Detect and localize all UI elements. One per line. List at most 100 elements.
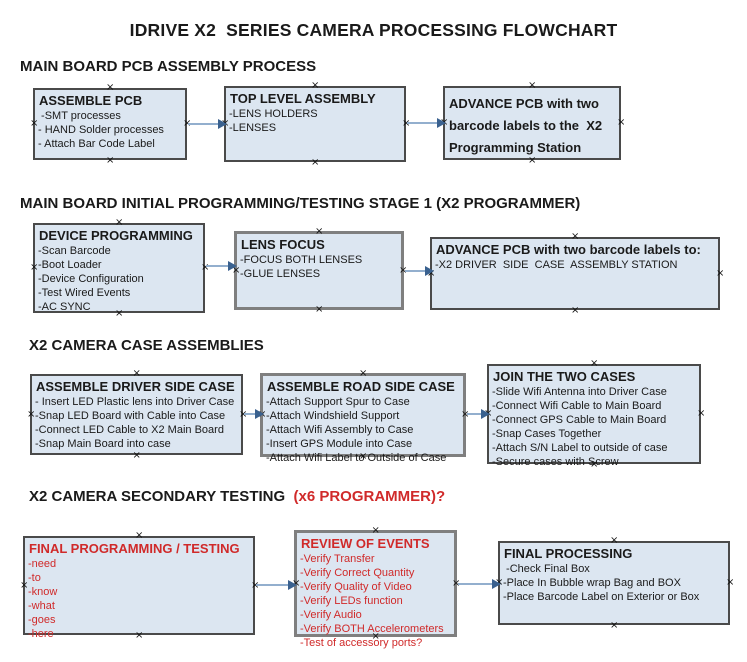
box-item: -to	[28, 572, 41, 584]
box-item: -Snap LED Board with Cable into Case	[35, 410, 226, 422]
box-item: -Snap Main Board into case	[35, 438, 171, 450]
box-items: -Slide Wifi Antenna into Driver Case -Con…	[489, 385, 699, 469]
box-item: -Attach S/N Label to outside of case	[492, 442, 668, 454]
box-assemble-pcb: ASSEMBLE PCB -SMT processes - HAND Solder…	[30, 83, 191, 166]
box-item: -Place In Bubble wrap Bag and BOX	[503, 577, 681, 589]
box-item: -Boot Loader	[38, 259, 102, 271]
box-item: -LENSES	[229, 122, 277, 134]
box-item: -Test of accessory ports?	[300, 637, 423, 649]
box-item: -Check Final Box	[503, 563, 590, 575]
box-items: -Attach Support Spur to Case -Attach Wind…	[263, 395, 463, 465]
box-item: -Scan Barcode	[38, 245, 111, 257]
box-join-the-two-cases: JOIN THE TWO CASES -Slide Wifi Antenna i…	[484, 359, 705, 470]
box-items: - Insert LED Plastic lens into Driver Ca…	[32, 395, 241, 451]
box-advance-pcb-to-driver-side-station: ADVANCE PCB with two barcode labels to: …	[427, 232, 724, 316]
box-item: -goes	[28, 614, 56, 626]
connector-handle-icon: ×	[610, 620, 619, 631]
box-assemble-road-side-case: ASSEMBLE ROAD SIDE CASE -Attach Support …	[258, 369, 469, 465]
box-items: -SMT processes - HAND Solder processes - A…	[35, 109, 185, 151]
section-heading-secondary-testing: X2 CAMERA SECONDARY TESTING (x6 PROGRAMM…	[29, 488, 445, 505]
box-item: -Slide Wifi Antenna into Driver Case	[492, 386, 667, 398]
box-items: -Check Final Box -Place In Bubble wrap Ba…	[500, 562, 728, 604]
heading-black-part: X2 CAMERA SECONDARY TESTING	[29, 488, 290, 505]
box-title: ADVANCE PCB with two barcode labels to t…	[449, 96, 606, 155]
box-assemble-driver-side-case: ASSEMBLE DRIVER SIDE CASE - Insert LED P…	[27, 369, 247, 461]
box-item: -SMT processes	[38, 110, 121, 122]
box-item: -LENS HOLDERS	[229, 108, 318, 120]
box-item: -GLUE LENSES	[240, 268, 321, 280]
box-items: -need -to -know -what -goes -here	[25, 557, 253, 641]
connector-handle-icon: ×	[132, 450, 141, 461]
box-item: -Secure cases with Screw	[492, 456, 619, 468]
box-items: -Scan Barcode -Boot Loader -Device Configu…	[35, 244, 203, 314]
flow-arrow	[458, 579, 501, 589]
flow-arrow	[256, 580, 297, 590]
box-items: -FOCUS BOTH LENSES -GLUE LENSES	[237, 253, 401, 281]
box-item: -Snap Cases Together	[492, 428, 602, 440]
box-title: ASSEMBLE DRIVER SIDE CASE	[36, 379, 235, 394]
page-title: IDRIVE X2 SERIES CAMERA PROCESSING FLOWC…	[129, 20, 618, 40]
box-item: -AC SYNC	[38, 301, 91, 313]
box-item: -Device Configuration	[38, 273, 144, 285]
box-items: -X2 DRIVER SIDE CASE ASSEMBLY STATION	[432, 258, 718, 272]
flow-arrow	[467, 409, 490, 419]
heading-red-part: (x6 PROGRAMMER)?	[289, 488, 446, 505]
box-item: -Test Wired Events	[38, 287, 131, 299]
connector-handle-icon: ×	[106, 155, 115, 166]
box-item: - HAND Solder processes	[38, 124, 164, 136]
box-item: -Insert GPS Module into Case	[266, 438, 413, 450]
box-item: -here	[28, 628, 54, 640]
box-item: -need	[28, 558, 57, 570]
box-title: ADVANCE PCB with two barcode labels to:	[436, 242, 701, 257]
section-heading-case-assemblies: X2 CAMERA CASE ASSEMBLIES	[29, 337, 264, 354]
box-title: JOIN THE TWO CASES	[493, 369, 636, 384]
flow-arrow	[407, 118, 446, 128]
box-final-programming-testing: FINAL PROGRAMMING / TESTING -need -to -kno…	[20, 531, 259, 641]
box-item: -Verify Audio	[300, 609, 362, 621]
box-item: - Attach Bar Code Label	[38, 138, 155, 150]
flow-arrow	[244, 409, 264, 419]
box-item: -Attach Windshield Support	[266, 410, 400, 422]
box-title: FINAL PROGRAMMING / TESTING	[29, 541, 240, 556]
box-item: -what	[28, 600, 55, 612]
box-item: -know	[28, 586, 58, 598]
box-review-of-events: REVIEW OF EVENTS -Verify Transfer-Verify…	[292, 526, 460, 650]
box-item: -Verify BOTH Accelerometers	[300, 623, 444, 635]
connector-handle-icon: ×	[571, 305, 580, 316]
box-title: ASSEMBLE ROAD SIDE CASE	[267, 379, 455, 394]
connector-handle-icon: ×	[311, 157, 320, 168]
box-items: -LENS HOLDERS -LENSES	[226, 107, 404, 135]
box-item: -Verify Transfer	[300, 553, 375, 565]
box-title: ASSEMBLE PCB	[39, 93, 143, 108]
flow-arrow	[188, 119, 227, 129]
connector-handle-icon: ×	[315, 304, 324, 315]
box-item: -FOCUS BOTH LENSES	[240, 254, 363, 266]
box-device-programming: DEVICE PROGRAMMING -Scan Barcode -Boot Lo…	[30, 218, 209, 319]
box-title: REVIEW OF EVENTS	[301, 536, 430, 551]
box-item: -Verify LEDs function	[300, 595, 403, 607]
box-item: -Attach Wifi Assembly to Case	[266, 424, 414, 436]
box-title: LENS FOCUS	[241, 237, 325, 252]
box-item: -Place Barcode Label on Exterior or Box	[503, 591, 700, 603]
box-item: -Connect GPS Cable to Main Board	[492, 414, 667, 426]
box-advance-pcb-to-programming-station: ADVANCE PCB with two barcode labels to t…	[440, 81, 625, 166]
flow-arrow	[206, 261, 237, 271]
box-item: -Verify Correct Quantity	[300, 567, 415, 579]
box-item: -Attach Wifi Label to Outside of Case	[266, 452, 447, 464]
box-items: -Verify Transfer -Verify Correct Quantity…	[297, 552, 454, 650]
box-title: TOP LEVEL ASSEMBLY	[230, 91, 376, 106]
box-lens-focus: LENS FOCUS -FOCUS BOTH LENSES -GLUE LENSE…	[232, 227, 407, 315]
box-final-processing: FINAL PROCESSING -Check Final Box -Place …	[495, 536, 734, 631]
flow-arrow	[405, 266, 434, 276]
box-item: -Connect LED Cable to X2 Main Board	[35, 424, 224, 436]
section-heading-pcb-assembly: MAIN BOARD PCB ASSEMBLY PROCESS	[20, 58, 317, 75]
box-item: -Connect Wifi Cable to Main Board	[492, 400, 662, 412]
box-title: DEVICE PROGRAMMING	[39, 228, 193, 243]
box-item: - Insert LED Plastic lens into Driver Ca…	[35, 396, 235, 408]
box-top-level-assembly: TOP LEVEL ASSEMBLY -LENS HOLDERS-LENSES …	[221, 81, 410, 168]
box-item: -Verify Quality of Video	[300, 581, 412, 593]
section-heading-initial-programming: MAIN BOARD INITIAL PROGRAMMING/TESTING S…	[20, 195, 581, 212]
box-item: -X2 DRIVER SIDE CASE ASSEMBLY STATION	[435, 259, 678, 271]
box-title: FINAL PROCESSING	[504, 546, 633, 561]
box-item: -Attach Support Spur to Case	[266, 396, 410, 408]
